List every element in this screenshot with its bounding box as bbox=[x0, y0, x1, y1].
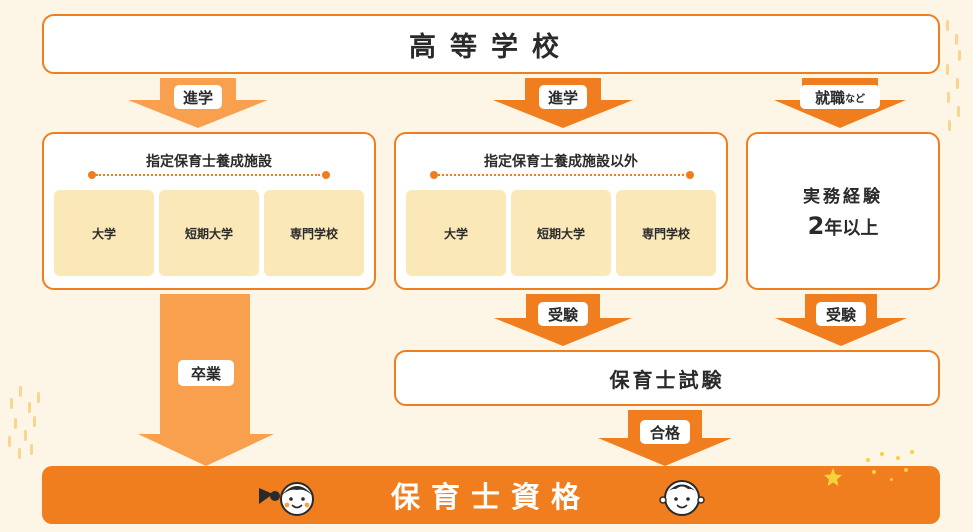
arrow-advance-designated: 進学 bbox=[128, 78, 268, 128]
nursery-teacher-exam-box: 保育士試験 bbox=[394, 350, 940, 406]
work-experience-label: 実務経験 bbox=[803, 187, 883, 207]
designated-facility-title: 指定保育士養成施設 bbox=[114, 151, 304, 171]
arrow-exam-mid: 受験 bbox=[494, 294, 632, 346]
designated-junior-college: 短期大学 bbox=[159, 190, 259, 276]
star-icon bbox=[824, 468, 842, 486]
arrow-advance-non-designated: 進学 bbox=[493, 78, 633, 128]
girl-face-icon bbox=[259, 482, 314, 516]
work-experience-box: 実務経験 2年以上 bbox=[746, 132, 940, 290]
designated-vocational-school: 専門学校 bbox=[264, 190, 364, 276]
arrow-label-exam-1: 受験 bbox=[538, 302, 588, 326]
non-designated-facility-title: 指定保育士養成施設以外 bbox=[444, 151, 678, 171]
nursery-teacher-exam-label: 保育士試験 bbox=[609, 367, 725, 392]
arrow-label-exam-2: 受験 bbox=[816, 302, 866, 326]
arrow-label-advance-2: 進学 bbox=[539, 85, 587, 109]
arrow-exam-right: 受験 bbox=[775, 294, 907, 346]
arrow-pass: 合格 bbox=[598, 410, 732, 466]
qualification-label: 保育士資格 bbox=[390, 480, 591, 514]
non-designated-junior-college: 短期大学 bbox=[511, 190, 611, 276]
high-school-box: 高等学校 bbox=[42, 14, 940, 74]
non-designated-vocational-school: 専門学校 bbox=[616, 190, 716, 276]
designated-university: 大学 bbox=[54, 190, 154, 276]
arrow-graduation: 卒業 bbox=[138, 294, 274, 466]
non-designated-university: 大学 bbox=[406, 190, 506, 276]
designated-facility-box: 指定保育士養成施設 大学 短期大学 専門学校 bbox=[42, 132, 376, 290]
arrow-label-graduation: 卒業 bbox=[178, 360, 234, 386]
arrow-label-employment: 就職など bbox=[800, 85, 880, 109]
work-experience-years: 2年以上 bbox=[807, 212, 879, 240]
non-designated-facility-box: 指定保育士養成施設以外 大学 短期大学 専門学校 bbox=[394, 132, 728, 290]
high-school-label: 高等学校 bbox=[409, 31, 573, 63]
arrow-employment: 就職など bbox=[774, 78, 906, 128]
qualification-bar: 保育士資格 bbox=[42, 466, 940, 524]
boy-face-icon bbox=[659, 480, 705, 516]
arrow-label-pass: 合格 bbox=[640, 420, 690, 444]
arrow-label-advance-1: 進学 bbox=[174, 85, 222, 109]
